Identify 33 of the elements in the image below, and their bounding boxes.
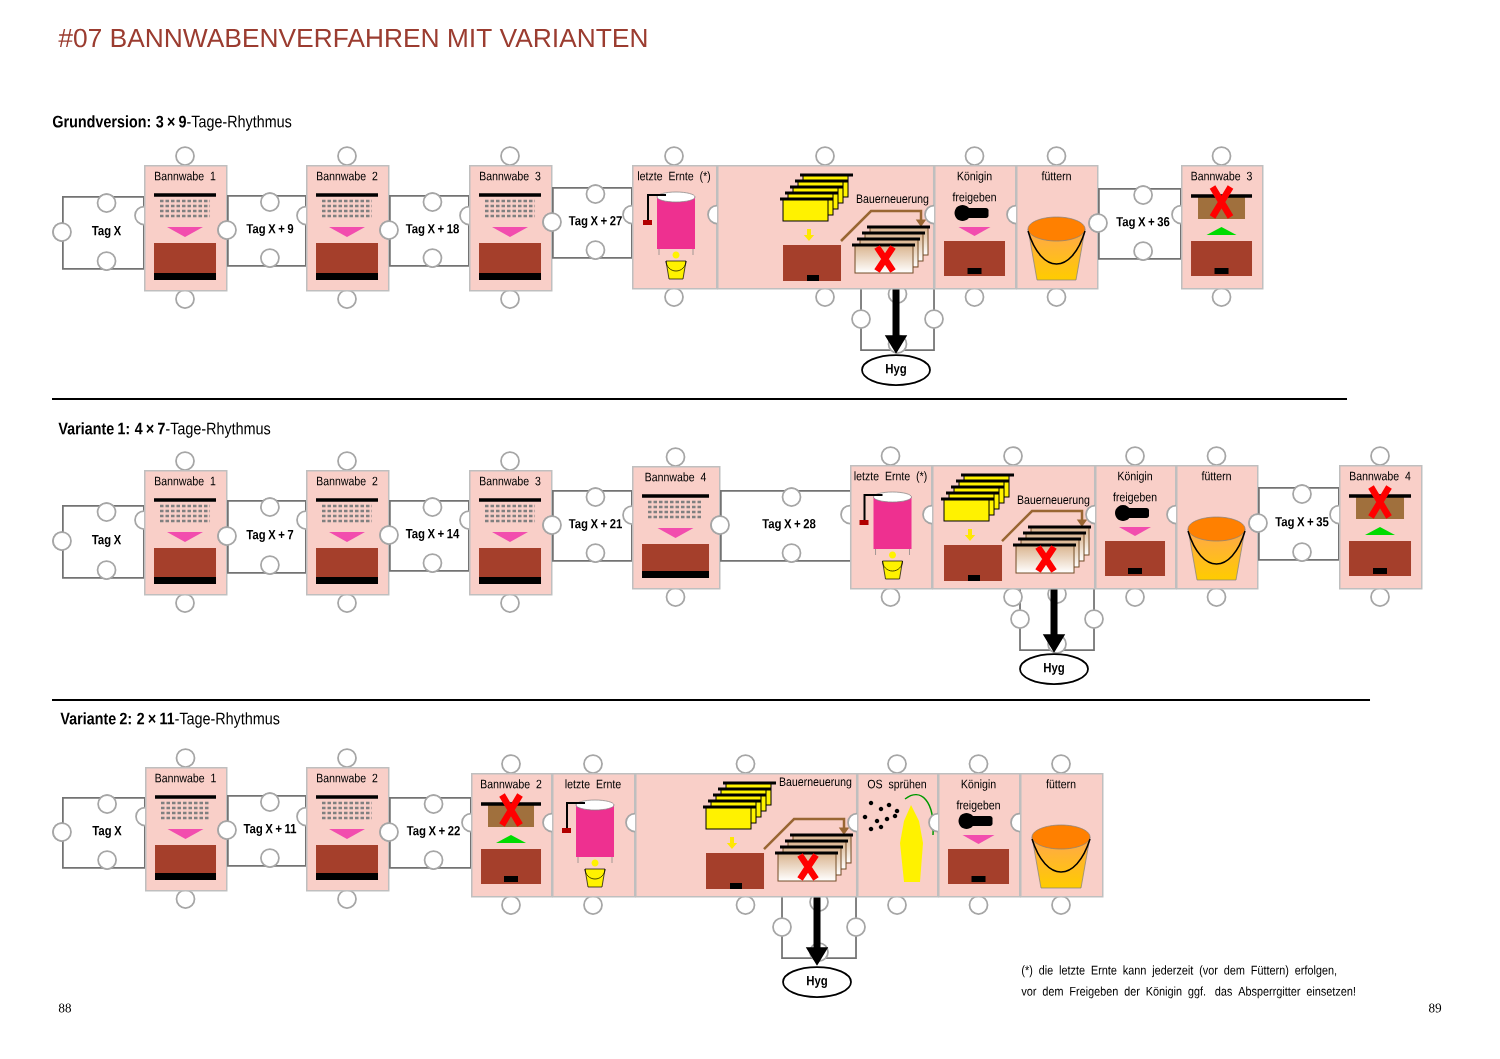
row-heading: Grundversion: 3 × 9-Tage-Rhythmus [52, 115, 292, 131]
card-heading: füttern [1201, 471, 1231, 481]
card-heading: Bauerneuerung [779, 777, 852, 789]
card-heading: Bannwabe 1 [155, 773, 216, 783]
card-heading: letzte Ernte (*) [854, 471, 927, 483]
card-heading: Bannwabe 2 [317, 171, 378, 181]
card-heading: Bannwabe 2 [481, 779, 542, 789]
card-heading: Bannwabe 4 [645, 472, 707, 482]
card-heading: letzte Ernte (*) [638, 171, 711, 183]
card-heading: Königin freigeben [1113, 471, 1157, 504]
card-heading: Bannwabe 1 [155, 171, 216, 181]
ellipse-node: Hyg [782, 966, 852, 998]
row-heading: Variante 1: 4 × 7-Tage-Rhythmus [58, 422, 271, 438]
card-heading: Bannwabe 3 [480, 171, 541, 181]
card-heading: Bannwabe 1 [155, 476, 216, 486]
card-heading: Königin freigeben [952, 171, 996, 204]
card-heading: OS sprühen [867, 779, 926, 791]
card-heading: letzte Ernte [565, 779, 621, 789]
page-number: 88 [58, 1003, 72, 1013]
card-heading: Bannwabe 4 [1350, 471, 1411, 481]
card-heading: füttern [1041, 171, 1071, 181]
card-heading: Bauerneuerung [1017, 495, 1090, 507]
page-title: #07 BANNWABENVERFAHREN MIT VARIANTEN [58, 28, 647, 48]
card-heading: Bannwabe 3 [480, 476, 541, 486]
card-heading: Königin freigeben [956, 779, 1000, 812]
card-heading: Bauerneuerung [856, 194, 929, 206]
card-heading: füttern [1046, 779, 1076, 789]
row-heading: Variante 2: 2 × 11-Tage-Rhythmus [60, 712, 280, 728]
card-heading: Bannwabe 2 [317, 773, 378, 783]
footnote: (*) die letzte Ernte kann jederzeit (vor dem Füttern) erfolgen, vor dem Freigeben der Königin ggf. das Absperrgitter einsetzen! [1021, 965, 1355, 999]
card-heading: Bannwabe 2 [317, 476, 378, 486]
page-number: 89 [1429, 1003, 1442, 1013]
card-heading: Bannwabe 3 [1191, 171, 1252, 181]
